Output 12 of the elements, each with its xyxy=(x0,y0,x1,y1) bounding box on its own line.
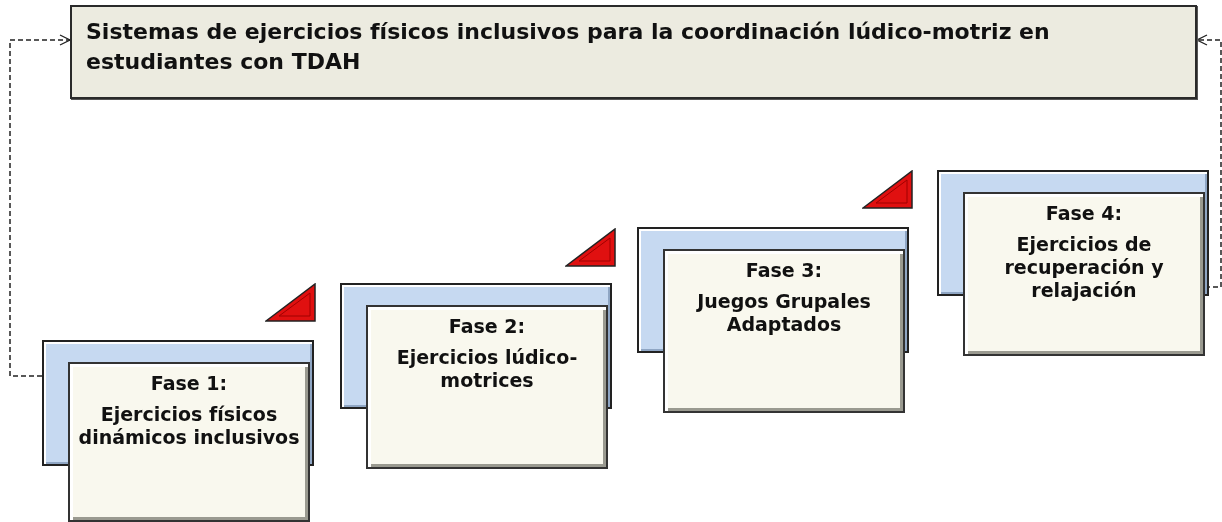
phase-heading: Fase 3: xyxy=(744,259,824,282)
phase-title: Ejercicios físicos dinámicos inclusivos xyxy=(77,403,301,449)
dashed-arrow xyxy=(1196,34,1222,288)
phase-title: Juegos Grupales Adaptados xyxy=(695,290,872,336)
phase-heading: Fase 2: xyxy=(447,315,527,338)
dashed-arrow xyxy=(9,34,71,377)
title-box xyxy=(70,5,1197,99)
phase-heading: Fase 1: xyxy=(149,372,229,395)
phase-title: Ejercicios de recuperación y relajación xyxy=(1003,233,1165,302)
title-text: Sistemas de ejercicios físicos inclusivos para la coordinación lúdico-motriz en estudiantes con TDAH xyxy=(86,18,1051,76)
phase-title: Ejercicios lúdico-motrices xyxy=(395,346,579,392)
phase-heading: Fase 4: xyxy=(1044,202,1124,225)
